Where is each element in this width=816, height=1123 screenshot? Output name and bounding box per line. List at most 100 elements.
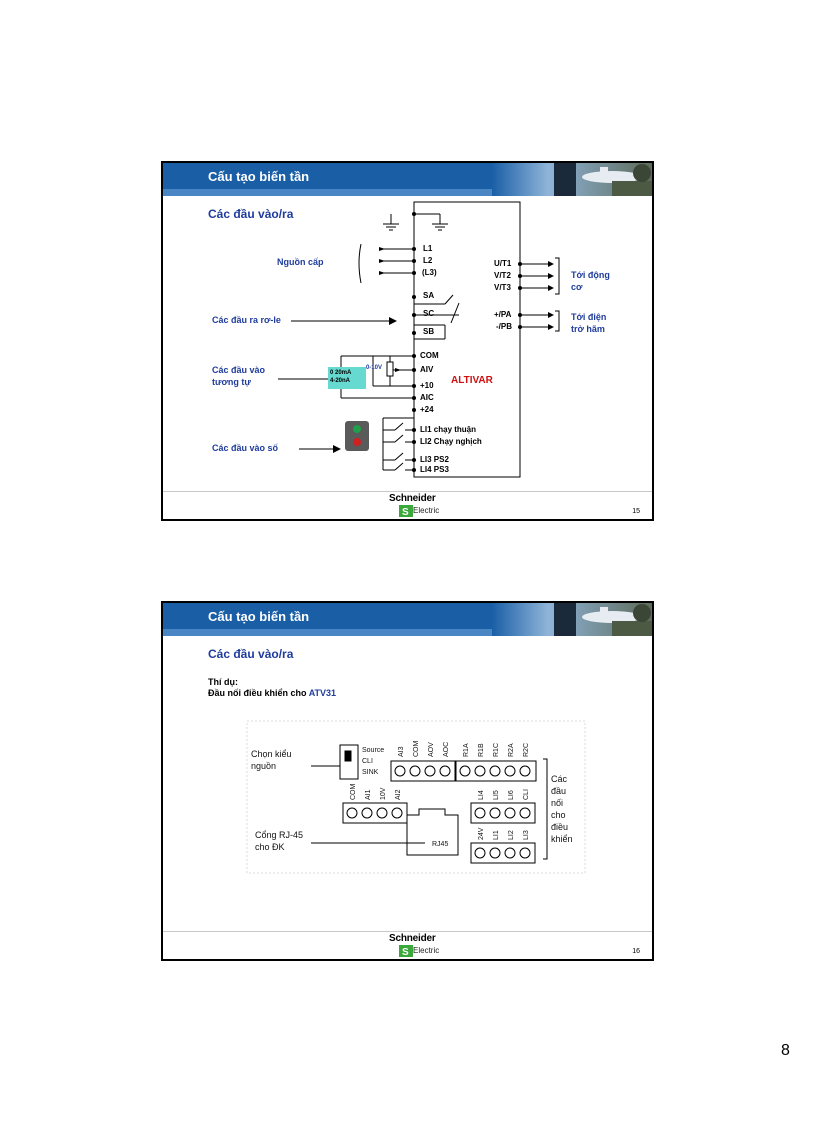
logo-text-top: Schneider	[389, 933, 436, 944]
terminal-li2: LI2 Chạy nghịch	[420, 437, 482, 446]
slide-number: 15	[632, 508, 640, 515]
ground-symbols	[383, 213, 448, 248]
brake-label-1: Tới điện	[571, 312, 607, 322]
analog-inputs-label-2: tương tự	[212, 377, 251, 387]
terminal-li4: LI4 PS3	[420, 465, 449, 474]
term-li6: LI6	[508, 790, 515, 800]
section-subtitle: Các đầu vào/ra	[208, 647, 294, 661]
digital-inputs-label: Các đầu vào số	[212, 443, 279, 453]
term-24v: 24V	[478, 827, 485, 840]
switch-sink: SINK	[362, 769, 379, 776]
rj45-line1: Cổng RJ-45	[255, 830, 304, 840]
header-title: Cấu tạo biến tần	[208, 609, 310, 624]
terminal-li3: LI3 PS2	[420, 455, 449, 464]
terminal-pa: +/PA	[494, 310, 512, 319]
footer-divider	[163, 491, 652, 492]
svg-text:S: S	[402, 947, 409, 957]
term-li4: LI4	[478, 790, 485, 800]
brake-label-2: trở hãm	[571, 324, 605, 334]
terminal-l3: (L3)	[422, 268, 437, 277]
schneider-logo: Schneider S Electric	[389, 933, 449, 959]
logo-text-top: Schneider	[389, 493, 436, 504]
power-supply-label: Nguồn cấp	[277, 257, 324, 267]
terminal-aic: AIC	[420, 393, 434, 402]
terminal-com: COM	[420, 351, 439, 360]
slide-16: Cấu tạo biến tần Các đầu vào/ra Thí dụ: …	[161, 601, 654, 961]
terminal-plus24: +24	[420, 405, 434, 414]
header-photo-icon	[492, 163, 652, 196]
logo-mark-icon: S	[399, 505, 413, 517]
term-li2: LI2	[508, 830, 515, 840]
source-select-label: Chọn kiểu nguồn	[251, 748, 292, 772]
switch-cli: CLI	[362, 758, 373, 765]
terminal-pb: -/PB	[496, 322, 512, 331]
schneider-logo: Schneider S Electric	[389, 493, 449, 519]
terminal-panel-diagram: AI3 COM AOV AOC R1A R1B R1C R2A R2C COM …	[246, 720, 586, 874]
source-select-line2: nguồn	[251, 761, 277, 771]
switch-labels: Source CLI SINK	[362, 745, 384, 778]
logo-text-bottom: Electric	[413, 946, 440, 955]
term-aoc: AOC	[443, 742, 450, 757]
term-li3: LI3	[523, 830, 530, 840]
terminal-li1: LI1 chạy thuận	[420, 425, 477, 434]
terminal-v-t2: V/T2	[494, 271, 511, 280]
terminal-sa: SA	[423, 291, 435, 300]
slide-header: Cấu tạo biến tần	[163, 603, 652, 636]
svg-text:S: S	[402, 507, 409, 517]
term-r2a: R2A	[508, 743, 515, 757]
source-select-line1: Chọn kiểu	[251, 749, 292, 759]
model-name: ATV31	[308, 688, 337, 698]
term-li5: LI5	[493, 790, 500, 800]
terminal-v-t3: V/T3	[494, 283, 511, 292]
page-number: 8	[781, 1042, 790, 1059]
term-r1b: R1B	[478, 743, 485, 757]
term-ai2: AI2	[395, 789, 402, 800]
control-terminals-label: Các đầu nối cho điều khiển	[551, 773, 573, 845]
control-word-6: khiển	[551, 834, 573, 844]
rj45-line2: cho ĐK	[255, 842, 285, 852]
analog-inputs-label-1: Các đầu vào	[212, 365, 266, 375]
term-10v: 10V	[380, 787, 387, 800]
pushbutton-icon	[345, 421, 369, 451]
wiring-diagram	[278, 201, 560, 478]
term-com-top: COM	[413, 741, 420, 758]
logo-text-bottom: Electric	[413, 506, 440, 515]
slide-header: Cấu tạo biến tần	[163, 163, 652, 196]
analog-box-line1: 0 20mA	[330, 370, 352, 376]
altivar-label: ALTIVAR	[451, 375, 493, 386]
header-band	[163, 629, 652, 636]
header-title: Cấu tạo biến tần	[208, 169, 310, 184]
terminal-plus10: +10	[420, 381, 434, 390]
rj45-port-label: Cổng RJ-45 cho ĐK	[255, 829, 303, 853]
control-word-5: điều	[551, 822, 569, 832]
logo-mark-icon: S	[399, 945, 413, 957]
motor-label-1: Tới động	[571, 270, 610, 280]
footer-divider	[163, 931, 652, 932]
section-subtitle: Các đầu vào/ra	[208, 207, 294, 221]
slide-15: Cấu tạo biến tần Các đầu vào/ra	[161, 161, 654, 521]
analog-source-box	[328, 367, 366, 389]
rj45-connector-label: RJ45	[432, 841, 449, 848]
term-ai3: AI3	[398, 746, 405, 757]
terminal-u-t1: U/T1	[494, 259, 512, 268]
analog-box-line2: 4-20nA	[330, 378, 351, 384]
connection-prefix: Đầu nối điều khiển cho	[208, 688, 309, 698]
terminal-sb: SB	[423, 327, 435, 336]
term-r2c: R2C	[523, 743, 530, 757]
term-cli: CLI	[523, 789, 530, 800]
term-com-mid: COM	[350, 784, 357, 801]
term-r1a: R1A	[463, 743, 470, 757]
term-ai1: AI1	[365, 789, 372, 800]
term-aov: AOV	[428, 742, 435, 757]
terminal-sc: SC	[423, 309, 435, 318]
control-word-1: Các	[551, 774, 568, 784]
terminal-aiv: AIV	[420, 365, 434, 374]
term-li1: LI1	[493, 830, 500, 840]
terminal-l2: L2	[423, 256, 433, 265]
terminal-l1: L1	[423, 244, 433, 253]
connection-text: Đầu nối điều khiển cho ATV31	[208, 688, 336, 698]
motor-label-2: cơ	[571, 282, 583, 292]
header-band	[163, 189, 652, 196]
example-label: Thí dụ:	[208, 677, 238, 687]
control-word-3: nối	[551, 798, 564, 808]
